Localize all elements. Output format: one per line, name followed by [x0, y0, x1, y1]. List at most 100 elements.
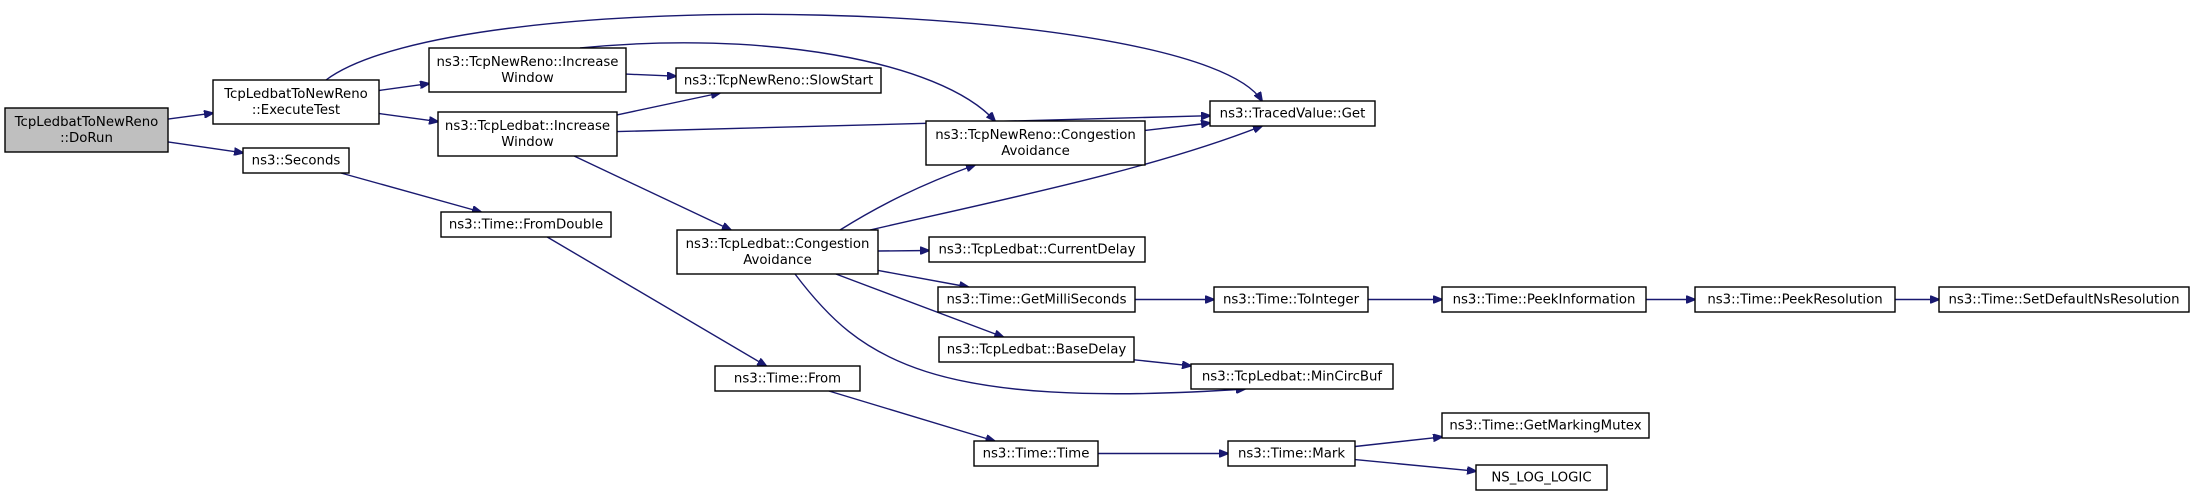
node-label: ns3::Time::ToInteger — [1223, 293, 1360, 308]
node-from[interactable]: ns3::Time::From — [714, 365, 861, 392]
node-box — [1213, 286, 1369, 313]
edge-ledbat_increase-to-ledbat_congestion — [573, 155, 731, 230]
node-label: ns3::TcpNewReno::Congestion — [935, 128, 1136, 143]
node-box — [1441, 412, 1650, 439]
node-label: ns3::TcpNewReno::SlowStart — [684, 74, 873, 89]
edge-ledbat_congestion-to-mincircbuf — [794, 273, 1245, 395]
node-label: ns3::TcpLedbat::MinCircBuf — [1202, 370, 1383, 385]
node-mincircbuf[interactable]: ns3::TcpLedbat::MinCircBuf — [1190, 363, 1394, 390]
node-label: TcpLedbatToNewReno — [223, 87, 368, 102]
node-basedelay[interactable]: ns3::TcpLedbat::BaseDelay — [938, 336, 1135, 363]
edge-executetest-to-ledbat_increase — [378, 112, 438, 122]
node-label: ns3::TcpNewReno::Increase — [436, 55, 618, 70]
edges-layer — [167, 13, 1939, 472]
edge-seconds-to-fromdouble — [340, 172, 481, 212]
edge-basedelay-to-mincircbuf — [1133, 359, 1191, 366]
node-box — [242, 147, 350, 174]
node-box — [938, 336, 1135, 363]
edge-dorun-to-seconds — [167, 141, 243, 153]
edge-ledbat_congestion-to-currentdelay — [877, 251, 929, 252]
node-setdefaultnsresolution[interactable]: ns3::Time::SetDefaultNsResolution — [1938, 286, 2190, 313]
node-label: ns3::Time::GetMilliSeconds — [946, 293, 1126, 308]
edge-ledbat_increase-to-slowstart — [616, 93, 720, 116]
node-box — [212, 79, 380, 125]
node-label: ns3::TcpLedbat::Congestion — [686, 237, 870, 252]
node-box — [925, 120, 1146, 166]
node-box — [437, 111, 618, 157]
node-seconds[interactable]: ns3::Seconds — [242, 147, 350, 174]
node-label: ::ExecuteTest — [252, 103, 340, 118]
node-box — [1227, 440, 1356, 467]
node-time[interactable]: ns3::Time::Time — [973, 440, 1099, 467]
node-getmilliseconds[interactable]: ns3::Time::GetMilliSeconds — [937, 286, 1136, 313]
nodes-layer: TcpLedbatToNewReno::DoRunTcpLedbatToNewR… — [4, 47, 2190, 491]
node-label: ns3::TracedValue::Get — [1220, 107, 1366, 122]
node-label: ns3::Time::Time — [983, 447, 1090, 462]
node-label: NS_LOG_LOGIC — [1491, 471, 1591, 486]
node-box — [1694, 286, 1896, 313]
node-box — [675, 67, 882, 94]
node-box — [676, 229, 879, 275]
edge-mark-to-getmarkingmutex — [1354, 437, 1442, 448]
node-label: ns3::Time::SetDefaultNsResolution — [1948, 293, 2179, 308]
node-label: ns3::Time::PeekResolution — [1707, 293, 1882, 308]
node-box — [1475, 464, 1608, 491]
edge-executetest-to-tracedvalue_get — [325, 13, 1262, 101]
node-peekresolution[interactable]: ns3::Time::PeekResolution — [1694, 286, 1896, 313]
node-box — [928, 236, 1146, 263]
edge-ledbat_congestion-to-getmilliseconds — [877, 269, 968, 287]
edge-ledbat_congestion-to-newreno_congestion — [839, 165, 975, 231]
node-label: ::DoRun — [60, 131, 113, 146]
node-label: Avoidance — [1001, 144, 1070, 159]
node-box — [1190, 363, 1394, 390]
node-ns-log-logic[interactable]: NS_LOG_LOGIC — [1475, 464, 1608, 491]
node-label: ns3::Time::Mark — [1238, 447, 1345, 462]
node-fromdouble[interactable]: ns3::Time::FromDouble — [440, 211, 612, 238]
edge-mark-to-ns_log_logic — [1354, 458, 1476, 472]
node-box — [714, 365, 861, 392]
edge-newreno_increase-to-newreno_congestion — [579, 42, 995, 121]
node-box — [1441, 286, 1647, 313]
edge-executetest-to-newreno_increase — [378, 84, 429, 92]
node-dorun[interactable]: TcpLedbatToNewReno::DoRun — [4, 107, 169, 153]
node-box — [428, 47, 627, 93]
node-getmarkingmutex[interactable]: ns3::Time::GetMarkingMutex — [1441, 412, 1650, 439]
edge-ledbat_congestion-to-tracedvalue_get — [869, 126, 1262, 231]
node-tointeger[interactable]: ns3::Time::ToInteger — [1213, 286, 1369, 313]
node-executetest[interactable]: TcpLedbatToNewReno::ExecuteTest — [212, 79, 380, 125]
node-box — [1209, 100, 1376, 127]
node-label: ns3::TcpLedbat::CurrentDelay — [938, 243, 1135, 258]
node-box — [937, 286, 1136, 313]
node-label: ns3::TcpLedbat::BaseDelay — [947, 343, 1127, 358]
node-label: ns3::Time::FromDouble — [449, 218, 603, 233]
node-label: ns3::Time::From — [734, 372, 841, 387]
node-label: ns3::Time::PeekInformation — [1453, 293, 1636, 308]
node-label: Window — [501, 135, 554, 150]
node-box — [973, 440, 1099, 467]
node-label: TcpLedbatToNewReno — [14, 115, 159, 130]
node-label: ns3::Time::GetMarkingMutex — [1449, 419, 1641, 434]
node-box — [4, 107, 169, 153]
edge-from-to-time — [828, 390, 995, 441]
node-tracedvalue-get[interactable]: ns3::TracedValue::Get — [1209, 100, 1376, 127]
edge-ledbat_congestion-to-basedelay — [835, 273, 1003, 337]
node-label: ns3::Seconds — [252, 154, 341, 169]
node-peekinformation[interactable]: ns3::Time::PeekInformation — [1441, 286, 1647, 313]
edge-newreno_congestion-to-tracedvalue_get — [1144, 123, 1210, 132]
edge-dorun-to-executetest — [167, 113, 213, 120]
node-slowstart[interactable]: ns3::TcpNewReno::SlowStart — [675, 67, 882, 94]
edge-newreno_increase-to-slowstart — [625, 74, 676, 76]
edge-fromdouble-to-from — [546, 236, 766, 366]
node-currentdelay[interactable]: ns3::TcpLedbat::CurrentDelay — [928, 236, 1146, 263]
node-box — [1938, 286, 2190, 313]
node-mark[interactable]: ns3::Time::Mark — [1227, 440, 1356, 467]
node-label: Window — [501, 71, 554, 86]
node-box — [440, 211, 612, 238]
node-label: Avoidance — [743, 253, 812, 268]
edge-ledbat_increase-to-tracedvalue_get — [616, 116, 1210, 133]
